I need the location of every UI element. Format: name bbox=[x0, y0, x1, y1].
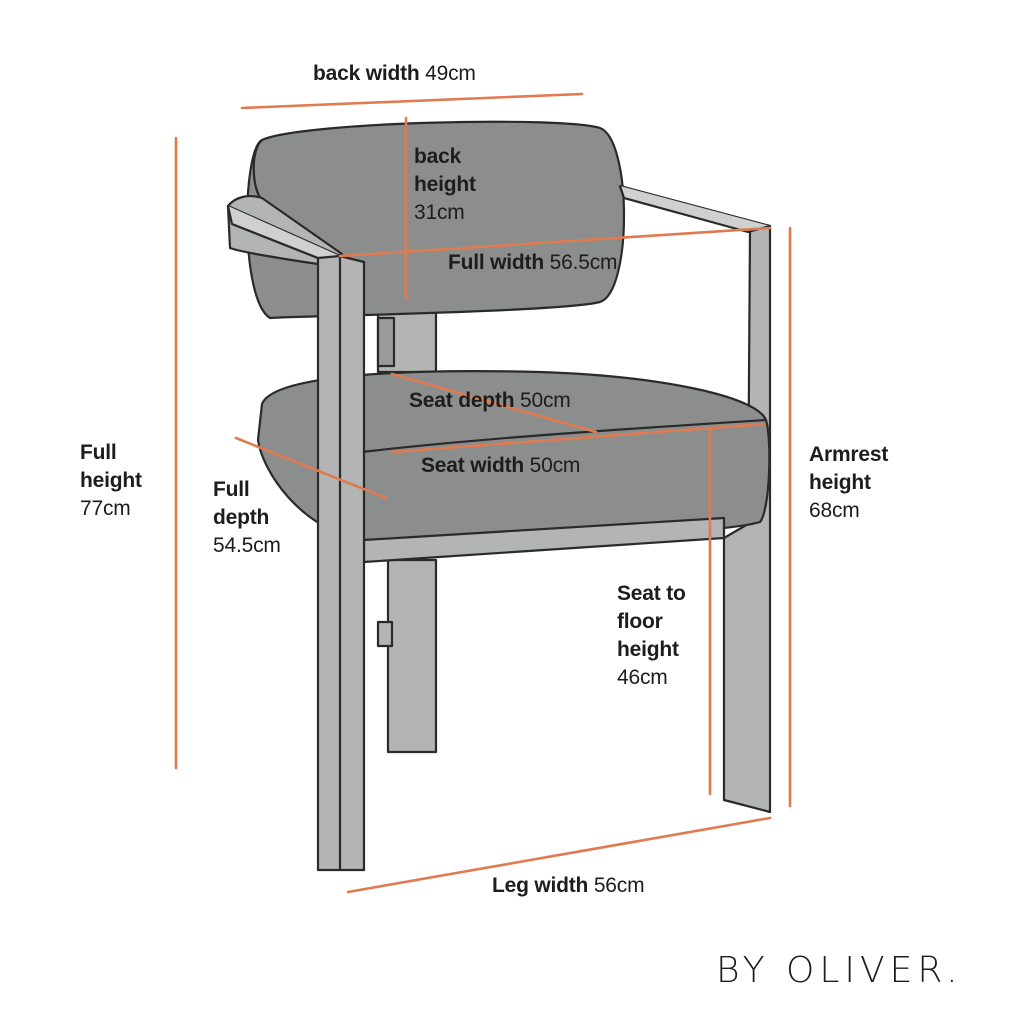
back-height-label: back height 31cm bbox=[414, 145, 476, 224]
leg-width-label: Leg width 56cm bbox=[492, 874, 645, 897]
rear-leg bbox=[386, 558, 438, 754]
seat-to-floor-label: Seat to floor height 46cm bbox=[617, 582, 686, 689]
brand-logo: BY OLIVER. bbox=[716, 950, 963, 991]
full-depth-line bbox=[234, 436, 388, 500]
leg-width-line bbox=[346, 816, 772, 894]
full-height-label: Full height 77cm bbox=[80, 441, 142, 520]
full-width-line bbox=[338, 226, 772, 258]
back-width-line bbox=[240, 92, 584, 110]
rear-stretcher bbox=[376, 620, 394, 648]
seat-depth-label: Seat depth 50cm bbox=[409, 389, 571, 412]
back-width-label: back width 49cm bbox=[313, 62, 476, 85]
armrest-height-label: Armrest height 68cm bbox=[809, 443, 889, 522]
full-depth-label: Full depth 54.5cm bbox=[213, 478, 281, 557]
seat-depth-line bbox=[390, 372, 598, 434]
seat-width-line bbox=[390, 422, 766, 454]
seat-width-label: Seat width 50cm bbox=[421, 454, 581, 477]
full-width-label: Full width 56.5cm bbox=[448, 251, 618, 274]
